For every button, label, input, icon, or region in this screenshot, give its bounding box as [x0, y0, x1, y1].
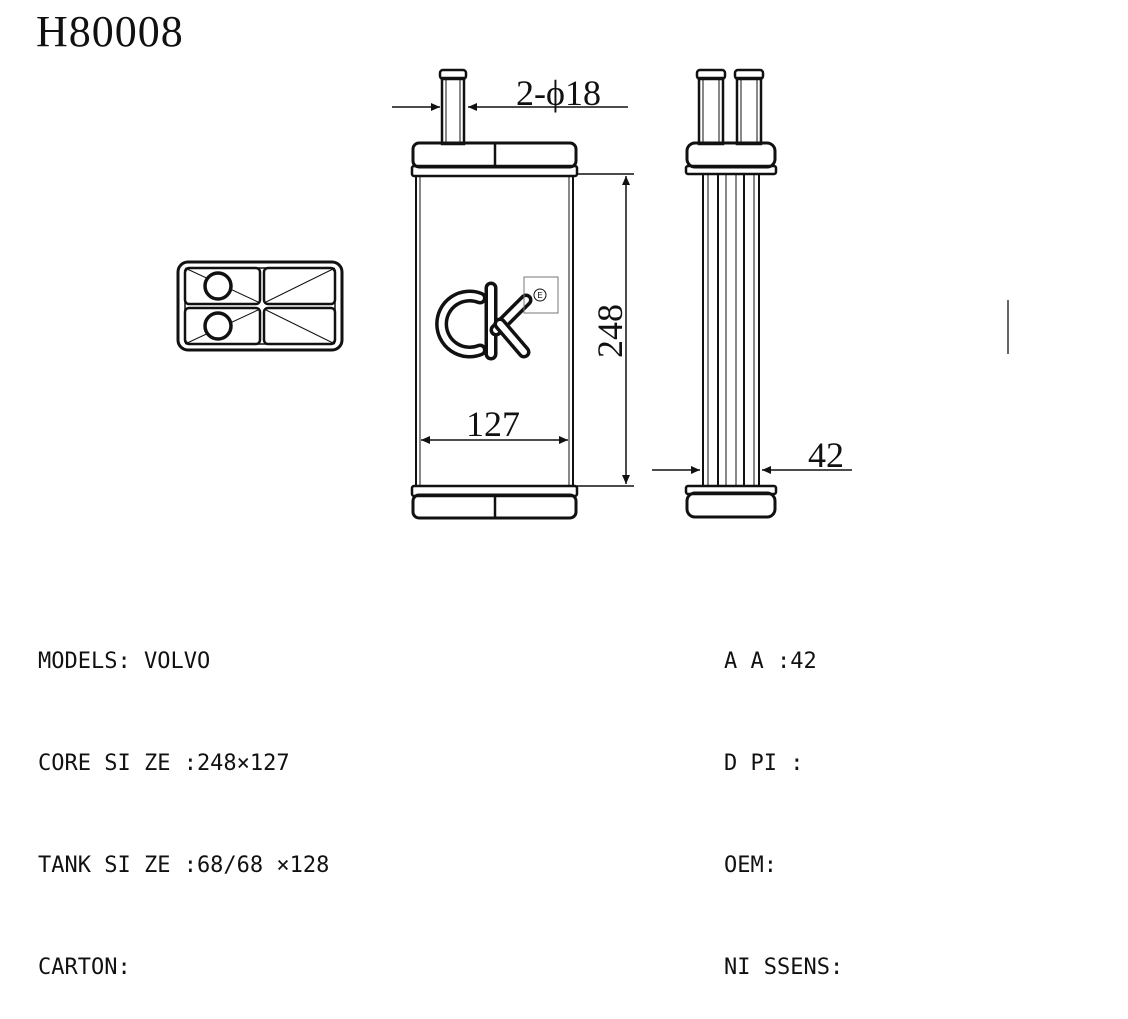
spec-models: MODELS: VOLVO — [38, 649, 211, 674]
side-view — [684, 68, 778, 519]
specs-left: MODELS: VOLVO CORE SI ZE :248×127 TANK S… — [38, 577, 329, 1019]
part-number-title: H80008 — [36, 7, 184, 56]
spec-tank-size: TANK SI ZE :68/68 ×128 — [38, 853, 330, 878]
heater-core-drawing: E 2- — [176, 68, 1009, 520]
depth-dimension-label: 42 — [808, 435, 844, 475]
spec-oem: OEM: — [724, 853, 777, 878]
tank-end-view — [176, 260, 344, 352]
spec-nissens: NI SSENS: — [724, 955, 844, 980]
spec-dpi: D PI : — [724, 751, 804, 776]
specs-right: A A :42 D PI : OEM: NI SSENS: — [724, 577, 843, 1019]
width-dimension-label: 127 — [466, 404, 520, 444]
pipe-diameter-label: 2-ϕ18 — [516, 73, 601, 113]
logo-mark-text: E — [537, 291, 542, 300]
dimension-lines — [392, 103, 852, 487]
spec-aa: A A :42 — [724, 649, 817, 674]
spec-core-size: CORE SI ZE :248×127 — [38, 751, 290, 776]
front-view — [410, 68, 579, 520]
spec-carton: CARTON: — [38, 955, 131, 980]
ck-logo: E — [435, 276, 559, 361]
height-dimension-label: 248 — [590, 304, 630, 358]
